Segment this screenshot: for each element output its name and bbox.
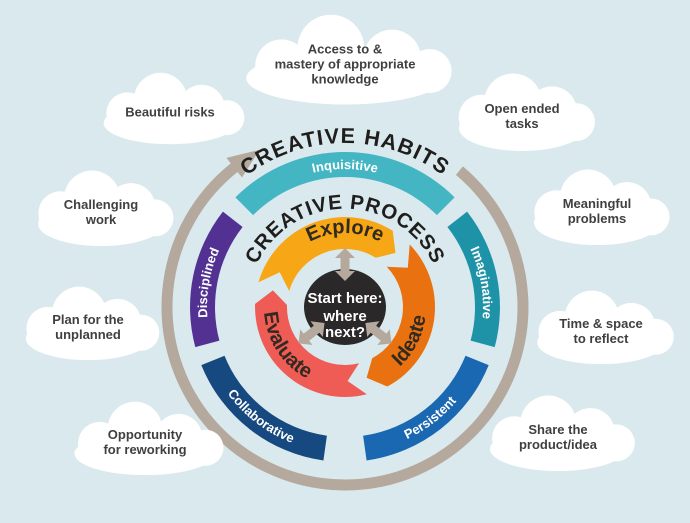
habit-segment-imaginative (447, 211, 500, 348)
double-arrow-icon (365, 321, 392, 346)
double-arrow-icon (298, 321, 325, 346)
habit-segment-disciplined (190, 211, 243, 348)
habits-cycle-arrowhead-icon (226, 149, 260, 178)
cloud-note: Beautiful risks (103, 72, 245, 145)
evaluate-arrow (255, 290, 367, 397)
habit-segment-collaborative (201, 355, 327, 461)
habit-label-inquisitive: Inquisitive (310, 157, 379, 176)
habit-segment-persistent (363, 355, 489, 461)
ideate-arrow (366, 244, 435, 387)
habit-segment-inquisitive (235, 152, 455, 216)
cloud-note-label: Beautiful risks (125, 105, 215, 120)
start-here-circle (304, 269, 386, 345)
double-arrow-icon (335, 248, 355, 281)
habits-cycle-arc (161, 162, 529, 491)
explore-arrow (258, 217, 396, 291)
